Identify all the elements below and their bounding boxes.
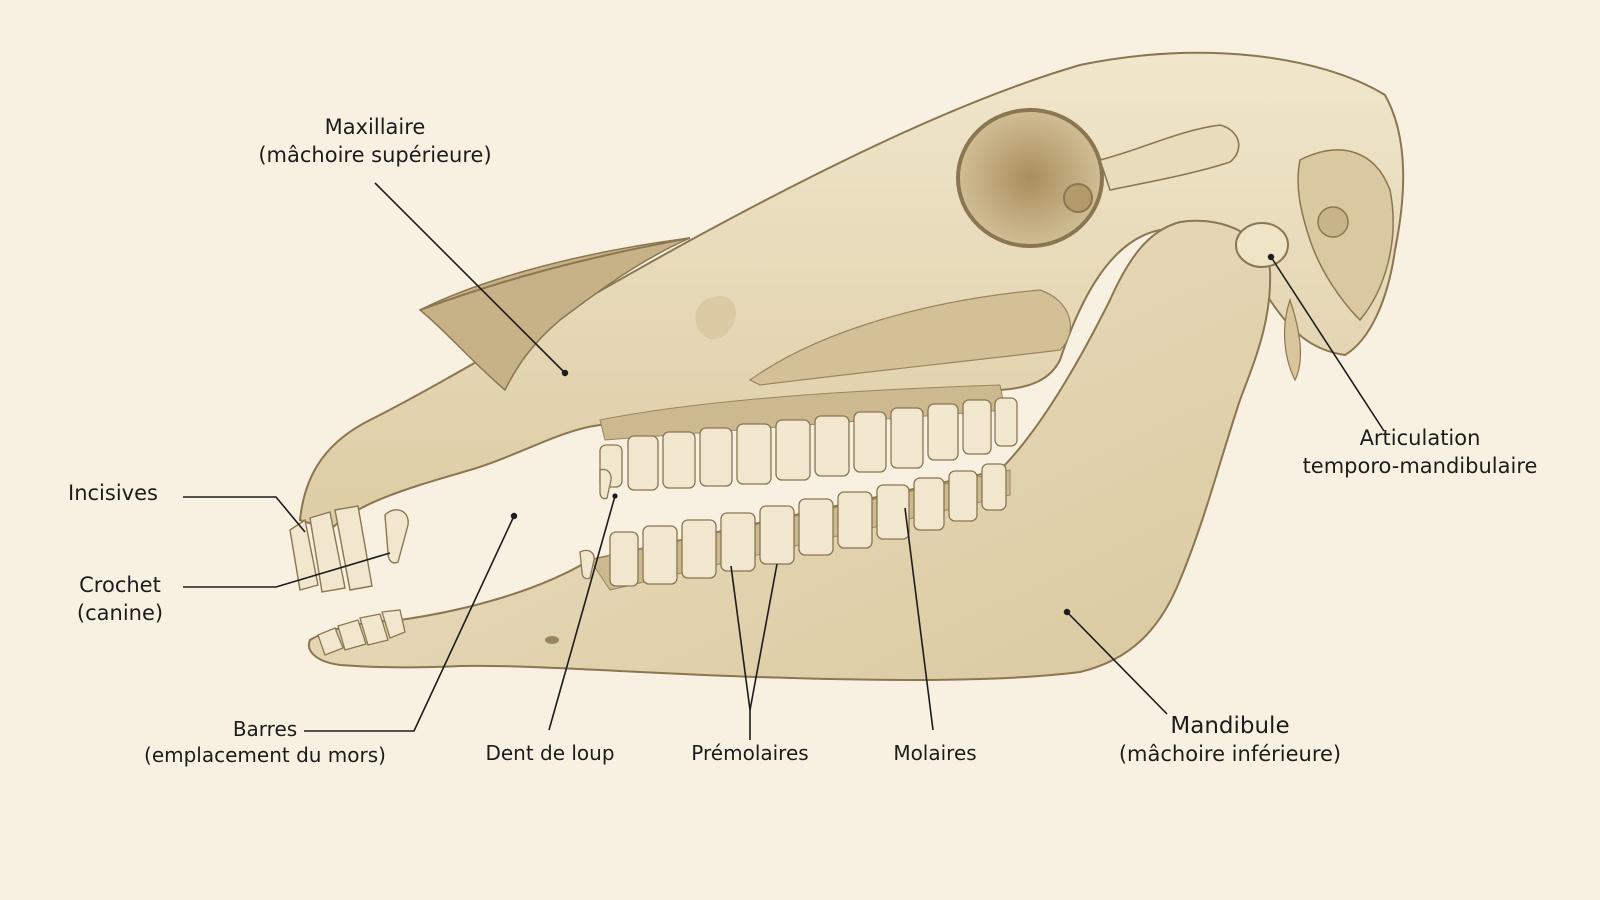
orbit-foramen [1063,183,1093,213]
upper-alveolar [599,384,1006,441]
facial-depression [695,296,736,340]
label-articulation-line1: Articulation [1359,426,1481,450]
lower-cheek-teeth [609,463,1007,587]
label-barres: Barres (emplacement du mors) [130,716,400,769]
label-incisives: Incisives [68,480,158,508]
label-dent-de-loup-line1: Dent de loup [485,741,615,765]
label-premolaires-line1: Prémolaires [691,741,809,765]
label-articulation-line2: temporo-mandibulaire [1302,453,1538,478]
label-crochet: Crochet (canine) [58,572,182,627]
label-barres-line1: Barres [232,717,298,741]
label-dent-de-loup: Dent de loup [465,740,635,766]
leader-premolaires-a [730,565,751,711]
label-crochet-line1: Crochet [79,573,161,597]
leader-maxillaire [374,182,566,374]
label-mandibule-line1: Mandibule [1170,713,1290,739]
lower-canine [579,549,595,580]
occipital [1297,149,1394,322]
leader-dent-de-loup [548,495,616,731]
leader-lines [183,182,1385,740]
label-incisives-line1: Incisives [68,481,158,505]
leader-premolaires-b [749,563,778,711]
mental-foramen [545,636,559,644]
label-maxillaire-line2: (mâchoire supérieure) [258,142,492,167]
wolf-tooth [599,468,612,500]
leader-incisives [183,496,306,533]
leader-molaires [904,507,934,731]
upper-incisors [289,505,373,593]
leader-articulation [1270,256,1385,432]
leader-crochet [183,552,391,588]
label-articulation: Articulation temporo-mandibulaire [1290,425,1550,480]
occipital-foramen [1317,206,1349,238]
upper-cheek-teeth [599,397,1018,491]
leader-dots [510,253,1275,616]
lower-incisors [317,609,406,656]
zygomatic-arch [1098,124,1240,191]
nasal-bone-tip [419,237,691,311]
label-molaires: Molaires [875,740,995,766]
label-maxillaire: Maxillaire (mâchoire supérieure) [240,114,510,169]
label-molaires-line1: Molaires [893,741,977,765]
label-barres-line2: (emplacement du mors) [144,743,386,768]
leader-barres [304,515,515,732]
nasal-notch [418,237,691,392]
mandibular-condyle [1235,222,1289,268]
orbit [956,108,1104,248]
leader-mandibule [1066,611,1168,715]
upper-canine [384,509,409,564]
label-crochet-line2: (canine) [76,600,164,625]
label-mandibule: Mandibule (mâchoire inférieure) [1110,711,1350,769]
label-mandibule-line2: (mâchoire inférieure) [1118,742,1342,767]
paracondylar-process [1283,298,1302,382]
label-maxillaire-line1: Maxillaire [324,115,426,139]
label-premolaires: Prémolaires [670,740,830,766]
facial-crest [748,289,1071,386]
